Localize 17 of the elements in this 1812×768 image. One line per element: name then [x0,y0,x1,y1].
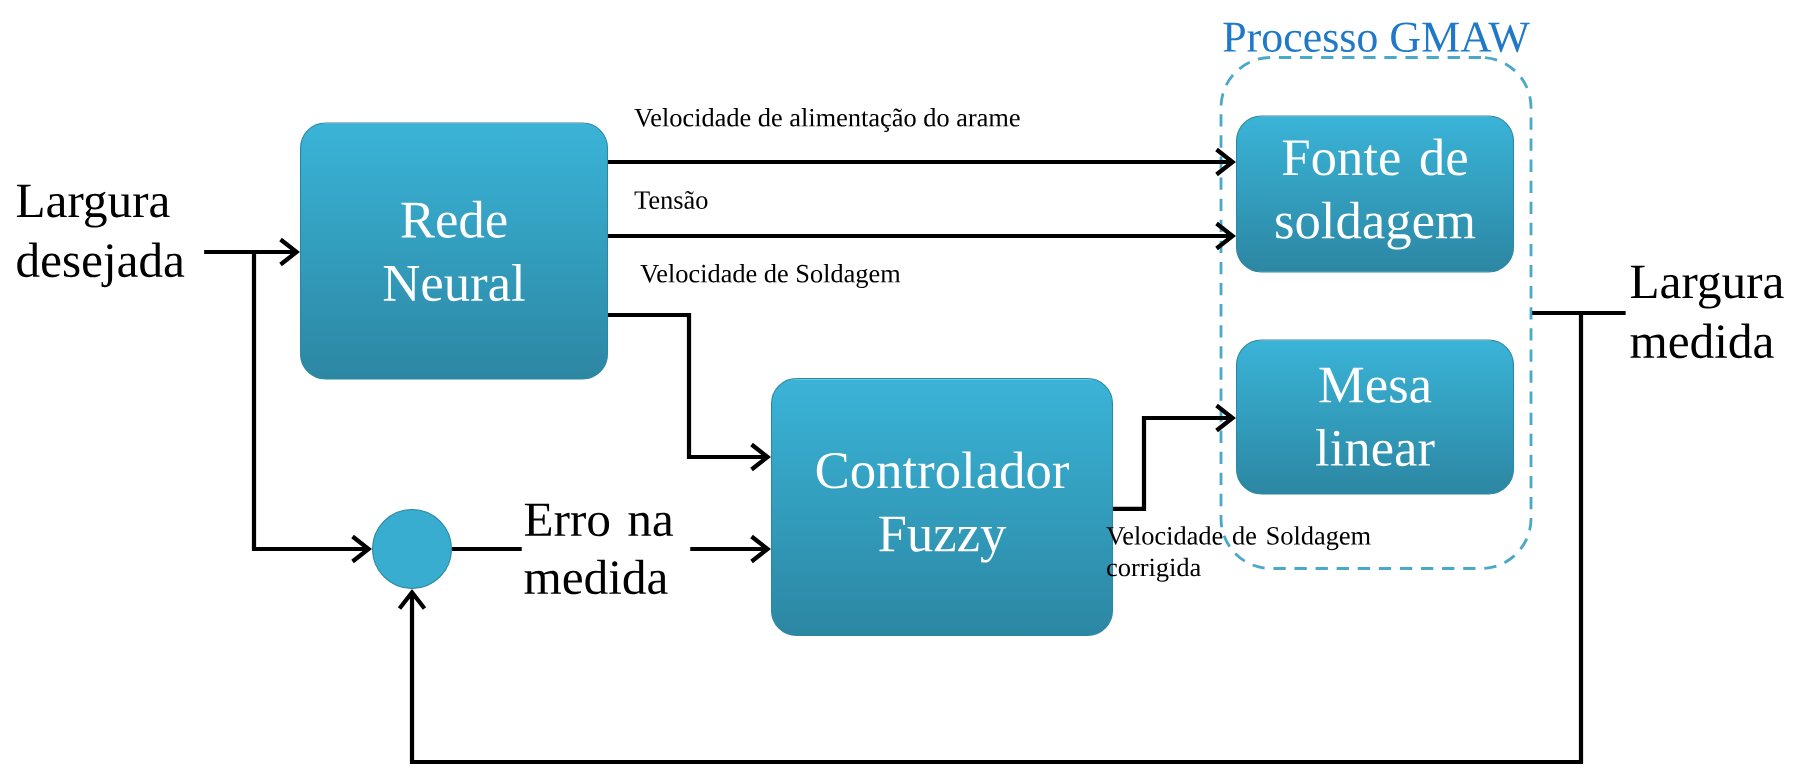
arrow [1113,403,1236,512]
node-label: Processo GMAW [1223,22,1530,53]
signal-text: Largura medida [1630,265,1784,359]
edge-label: Velocidade de Soldagem [640,264,901,288]
process-box: Fonte de soldagem [1235,115,1515,273]
summing-circle [372,508,453,589]
edge-label: Velocidade de alimentação do arame [634,108,1020,132]
arrow [397,310,1584,765]
arrow [608,312,771,472]
signal-text: Largura desejada [16,184,185,288]
edge-label: Erro na medida [521,501,691,597]
edge-label: Tensão [634,191,708,209]
arrow [608,221,1236,251]
arrow [608,147,1236,177]
process-box: Rede Neural [300,122,609,380]
process-box: Mesa linear [1235,339,1515,495]
arrow [204,249,372,564]
